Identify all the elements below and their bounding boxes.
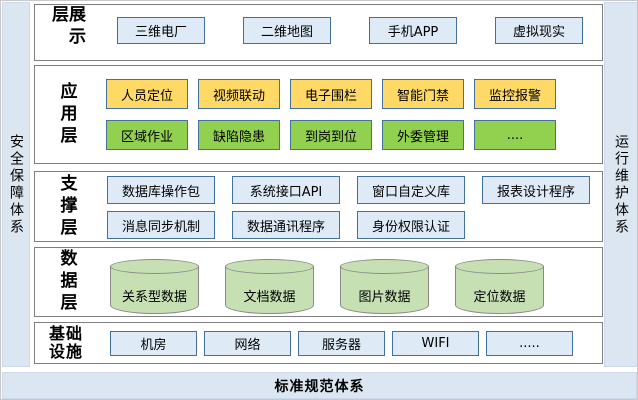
box-server: 服务器	[298, 331, 385, 356]
layer-presentation-content: 三维电厂 二维地图 手机APP 虚拟现实	[97, 5, 602, 60]
box-2d-map: 二维地图	[243, 17, 331, 44]
support-items-row-2: 消息同步机制 数据通讯程序 身份权限认证	[107, 211, 602, 239]
box-report-design-program: 报表设计程序	[482, 176, 590, 204]
box-database-operation-package: 数据库操作包	[107, 176, 215, 204]
box-network: 网络	[204, 331, 291, 356]
cylinder-body	[455, 266, 544, 314]
box-more-apps: ....	[474, 120, 556, 150]
box-area-operation: 区域作业	[106, 120, 188, 150]
layer-application-label: 应用层	[56, 81, 77, 148]
cylinder-top-ellipse	[455, 259, 544, 274]
layer-support-label-col: 支撑层	[35, 172, 97, 241]
layer-infrastructure-label: 基础设施	[48, 324, 83, 361]
right-pillar: 运行维护体系	[604, 2, 637, 367]
layer-infrastructure-label-col: 基础设施	[35, 323, 97, 363]
left-pillar: 安全保障体系	[2, 2, 30, 367]
box-identity-authentication: 身份权限认证	[357, 211, 465, 239]
layer-application-label-col: 应用层	[35, 66, 97, 163]
layer-data-label: 数据层	[56, 249, 77, 315]
cylinder-image-data: 图片数据	[340, 259, 429, 314]
data-cylinders-row: 关系型数据 文档数据 图片数据 定位数据	[110, 259, 602, 314]
layer-presentation: 展示层 三维电厂 二维地图 手机APP 虚拟现实	[34, 4, 603, 61]
box-system-api: 系统接口API	[232, 176, 340, 204]
box-video-linkage: 视频联动	[198, 79, 280, 109]
layer-infrastructure: 基础设施 机房 网络 服务器 WIFI .....	[34, 322, 603, 364]
box-machine-room: 机房	[110, 331, 197, 356]
box-more-infra: .....	[486, 331, 573, 356]
box-defect-hazard: 缺陷隐患	[198, 120, 280, 150]
box-3d-plant: 三维电厂	[117, 17, 205, 44]
bottom-bar: 标准规范体系	[2, 372, 637, 399]
right-pillar-label: 运行维护体系	[613, 133, 629, 236]
cylinder-relational-data: 关系型数据	[110, 259, 199, 314]
box-on-duty-in-place: 到岗到位	[290, 120, 372, 150]
cylinder-top-ellipse	[110, 259, 199, 274]
cylinder-body	[110, 266, 199, 314]
cylinder-top-ellipse	[340, 259, 429, 274]
box-virtual-reality: 虚拟现实	[495, 17, 583, 44]
box-data-communication-program: 数据通讯程序	[232, 211, 340, 239]
cylinder-positioning-data: 定位数据	[455, 259, 544, 314]
cylinder-relational-data-label: 关系型数据	[121, 290, 187, 305]
cylinder-body	[340, 266, 429, 314]
infrastructure-items-row: 机房 网络 服务器 WIFI .....	[110, 331, 602, 356]
layer-application: 应用层 人员定位 视频联动 电子围栏 智能门禁 监控报警 区域作业 缺陷隐患 到…	[34, 65, 603, 164]
cylinder-body	[225, 266, 314, 314]
bottom-bar-label: 标准规范体系	[274, 378, 365, 395]
layer-data: 数据层 关系型数据 文档数据 图片数据	[34, 247, 603, 317]
application-items-row-1: 人员定位 视频联动 电子围栏 智能门禁 监控报警	[106, 79, 602, 109]
layer-support-content: 数据库操作包 系统接口API 窗口自定义库 报表设计程序 消息同步机制 数据通讯…	[97, 172, 602, 241]
layer-data-label-col: 数据层	[35, 248, 97, 316]
layer-presentation-label-col: 展示层	[35, 5, 97, 60]
box-electronic-fence: 电子围栏	[290, 79, 372, 109]
layer-support: 支撑层 数据库操作包 系统接口API 窗口自定义库 报表设计程序 消息同步机制 …	[34, 171, 603, 242]
box-window-custom-library: 窗口自定义库	[357, 176, 465, 204]
box-message-sync-mechanism: 消息同步机制	[107, 211, 215, 239]
left-pillar-label: 安全保障体系	[8, 133, 24, 236]
box-monitoring-alarm: 监控报警	[474, 79, 556, 109]
support-items-row-1: 数据库操作包 系统接口API 窗口自定义库 报表设计程序	[107, 176, 602, 204]
layer-presentation-label: 展示层	[48, 5, 85, 49]
cylinder-positioning-data-label: 定位数据	[473, 290, 526, 305]
presentation-items-row: 三维电厂 二维地图 手机APP 虚拟现实	[117, 17, 602, 44]
cylinder-document-data-label: 文档数据	[243, 290, 296, 305]
box-smart-access-control: 智能门禁	[382, 79, 464, 109]
box-outsourcing-management: 外委管理	[382, 120, 464, 150]
box-wifi: WIFI	[392, 331, 479, 356]
layer-support-label: 支撑层	[56, 173, 77, 240]
cylinder-document-data: 文档数据	[225, 259, 314, 314]
application-items-row-2: 区域作业 缺陷隐患 到岗到位 外委管理 ....	[106, 120, 602, 150]
box-mobile-app: 手机APP	[369, 17, 457, 44]
layer-data-content: 关系型数据 文档数据 图片数据 定位数据	[97, 248, 602, 316]
layer-application-content: 人员定位 视频联动 电子围栏 智能门禁 监控报警 区域作业 缺陷隐患 到岗到位 …	[97, 66, 602, 163]
layer-infrastructure-content: 机房 网络 服务器 WIFI .....	[97, 323, 602, 363]
box-personnel-positioning: 人员定位	[106, 79, 188, 109]
cylinder-image-data-label: 图片数据	[358, 290, 411, 305]
cylinder-top-ellipse	[225, 259, 314, 274]
